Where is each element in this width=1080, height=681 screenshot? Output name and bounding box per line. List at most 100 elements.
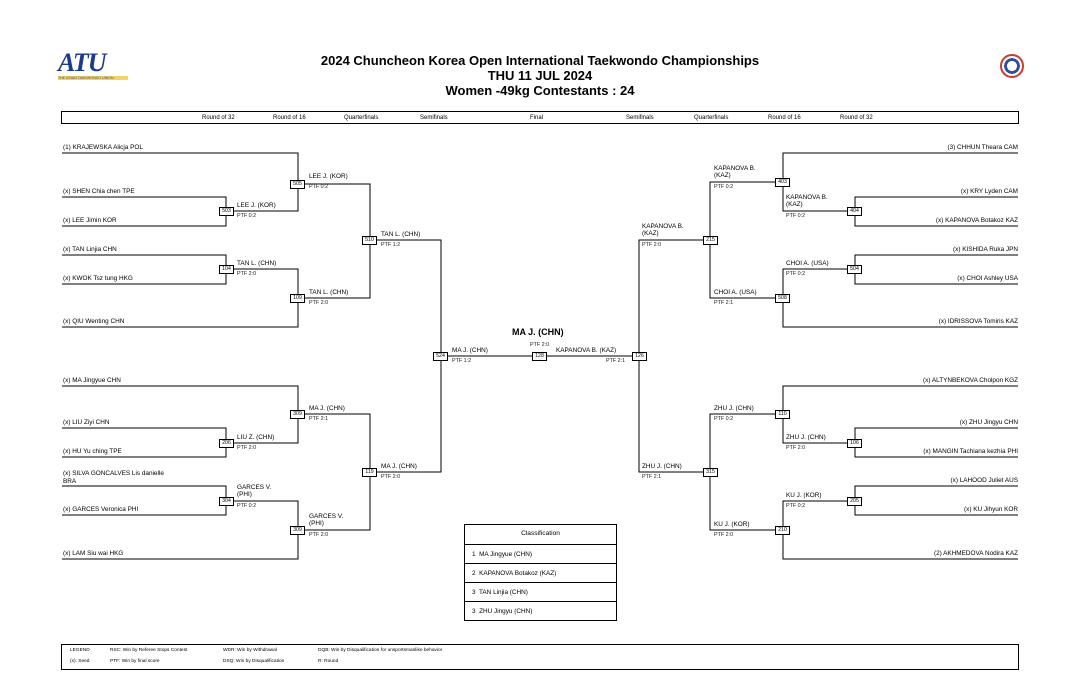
line-r-idrissova (782, 298, 1018, 328)
match-box: 206 (219, 439, 234, 448)
player-l-krajewska: (1) KRAJEWSKA Alicja POL (63, 144, 143, 151)
classification-row: 3 ZHU Jingyu (CHN) (464, 601, 617, 620)
line-l-ma (62, 385, 299, 414)
legend-wdr: WDR: Win by Withdrawal (223, 648, 277, 653)
line-l-m304 (226, 500, 299, 530)
match-winner: ZHU J. (CHN) (714, 405, 754, 412)
line-r-chhun (782, 152, 1018, 182)
match-score: PTF 2:1 (309, 416, 329, 422)
match-score: PTF 0:2 (309, 184, 329, 190)
korea-open-emblem-icon (1000, 54, 1024, 78)
match-winner: KAPANOVA B. (642, 223, 684, 230)
final-score: PTF 2:0 (530, 342, 550, 348)
line-l-krajewska (62, 152, 299, 184)
line-l-tan (62, 254, 227, 269)
match-box: 524 (433, 352, 448, 361)
legend-dqb: DQB: Win by Disqualification for unsport… (318, 648, 443, 653)
match-box: 104 (219, 265, 234, 274)
player-l-lee: (x) LEE Jimin KOR (63, 217, 117, 224)
line-l-lee (62, 211, 227, 227)
final-match-box: 128 (532, 352, 547, 361)
line-l-shen (62, 196, 227, 211)
round-label-r32: Round of 32 (840, 115, 873, 121)
player-l-ma: (x) MA Jingyue CHN (63, 377, 121, 384)
champion-name: MA J. (CHN) (512, 327, 564, 337)
match-score: PTF 2:0 (714, 532, 734, 538)
match-winner: TAN L. (CHN) (237, 260, 277, 267)
match-box: 309 (290, 410, 305, 419)
match-score: PTF 0:2 (714, 184, 734, 190)
logo-subtext: THE ASIAN TAEKWONDO UNION (58, 76, 128, 80)
match-box: 205 (847, 497, 862, 506)
match-winner: MA J. (CHN) (309, 405, 345, 412)
classification-row: 2 KAPANOVA Botakoz (KAZ) (464, 563, 617, 582)
line-r-m106 (782, 414, 855, 444)
player-l-silva-country: BRA (63, 478, 77, 485)
player-l-kwok: (x) KWOK Tsz tung HKG (63, 275, 133, 282)
line-l-kwok (62, 269, 227, 285)
classification-entry: 3 ZHU Jingyu (CHN) (472, 608, 533, 615)
match-winner: KAPANOVA B. (KAZ) (556, 347, 617, 354)
line-l-m119 (370, 356, 442, 473)
line-l-m503 (226, 184, 299, 212)
match-box: 510 (362, 236, 377, 245)
atu-logo: ATU THE ASIAN TAEKWONDO UNION (58, 50, 128, 82)
player-l-hu: (x) HU Yu ching TPE (63, 448, 122, 455)
match-score: PTF 2:0 (309, 532, 329, 538)
line-r-choi (854, 269, 1018, 285)
match-winner: KAPANOVA B. (714, 165, 756, 172)
match-score: PTF 2:0 (309, 300, 329, 306)
match-score: PTF 2:0 (237, 271, 257, 277)
match-box: 210 (775, 526, 790, 535)
match-score: PTF 2:0 (786, 445, 806, 451)
player-l-lam: (x) LAM Siu wai HKG (63, 550, 124, 557)
line-r-lahood (854, 485, 1018, 501)
match-box: 508 (775, 294, 790, 303)
legend-dsq: DSQ: Win by Disqualification (223, 659, 285, 664)
line-l-m510 (370, 239, 442, 356)
rounds-header-bar (61, 111, 1019, 124)
event-date: THU 11 JUL 2024 (487, 68, 593, 83)
logo-mark: ATU (58, 48, 107, 77)
line-r-altynbekova (782, 385, 1018, 414)
line-l-qiu (62, 298, 299, 328)
classification-table (464, 524, 617, 621)
match-winner: GARCES V. (237, 484, 272, 491)
match-score: PTF 0:2 (786, 213, 806, 219)
line-l-silva (62, 485, 227, 501)
match-box: 110 (775, 410, 790, 419)
line-r-akhmedova (782, 530, 1018, 560)
player-r-mangin: (x) MANGIN Tachiana kezhia PHI (923, 448, 1018, 455)
player-r-ku: (x) KU Jihyun KOR (964, 506, 1018, 513)
classification-title: Classification (521, 530, 560, 537)
match-box: 304 (219, 497, 234, 506)
line-l-m309a (298, 413, 371, 472)
line-l-m505 (298, 183, 371, 240)
line-l-m309b (298, 472, 371, 531)
player-l-garces: (x) GARCES Veronica PHI (63, 506, 139, 513)
line-r-kapanova (854, 211, 1018, 227)
line-r-m205 (782, 500, 855, 530)
player-r-zhu: (x) ZHU Jingyu CHN (959, 419, 1018, 426)
match-score: PTF 2:1 (606, 358, 626, 364)
round-label-rsf: Semifinals (626, 115, 654, 121)
player-r-kry: (x) KRY Lyden CAM (960, 188, 1018, 195)
match-winner: MA J. (CHN) (381, 463, 417, 470)
match-winner: LEE J. (KOR) (309, 173, 348, 180)
event-category: Women -49kg Contestants : 24 (445, 83, 635, 98)
match-score: PTF 0:2 (237, 213, 257, 219)
line-r-m404 (782, 182, 855, 212)
player-r-altynbekova: (x) ALTYNBEKOVA Cholpon KGZ (923, 377, 1018, 384)
line-r-m315 (638, 356, 710, 473)
match-winner-country: (KAZ) (642, 230, 659, 237)
line-r-kry (854, 196, 1018, 211)
line-r-m215 (638, 239, 710, 356)
player-r-chhun: (3) CHHUN Theara CAM (947, 144, 1018, 151)
match-box: 215 (703, 236, 718, 245)
match-winner: GARCES V. (309, 513, 344, 520)
legend-box (61, 644, 1019, 670)
match-winner: TAN L. (CHN) (381, 231, 421, 238)
match-box: 503 (219, 207, 234, 216)
player-l-silva: (x) SILVA GONCALVES Lis danielle (63, 470, 164, 477)
match-winner-country: (PHI) (237, 491, 252, 498)
